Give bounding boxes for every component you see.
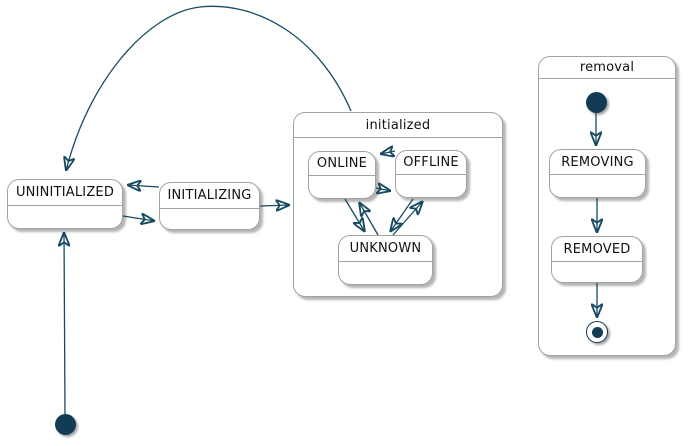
- state-removed-label: REMOVED: [552, 237, 642, 262]
- final-state-icon: [586, 321, 608, 343]
- state-online: ONLINE: [308, 151, 376, 199]
- state-offline: OFFLINE: [395, 150, 467, 198]
- state-uninitialized: UNINITIALIZED: [7, 179, 123, 229]
- composite-title-initialized: initialized: [294, 113, 502, 138]
- state-removing: REMOVING: [549, 149, 646, 198]
- transition-uninitialized-to-initializing: [122, 216, 155, 221]
- final-state-dot: [591, 326, 603, 338]
- state-online-label: ONLINE: [309, 152, 375, 176]
- state-unknown: UNKNOWN: [338, 235, 433, 285]
- initial-state-icon: [586, 92, 607, 113]
- initial-state-icon: [55, 414, 76, 435]
- composite-title-removal: removal: [539, 57, 675, 79]
- state-offline-label: OFFLINE: [396, 151, 466, 175]
- transition-initializing-to-initialized: [259, 205, 290, 206]
- composite-state-removal: removal: [538, 56, 676, 356]
- state-initializing-label: INITIALIZING: [160, 183, 259, 209]
- state-unknown-label: UNKNOWN: [339, 236, 432, 262]
- state-initializing: INITIALIZING: [159, 182, 260, 230]
- state-removed: REMOVED: [551, 236, 643, 283]
- state-uninitialized-label: UNINITIALIZED: [8, 180, 122, 206]
- state-removing-label: REMOVING: [550, 150, 645, 175]
- transition-start-to-uninitialized: [64, 232, 65, 415]
- transition-initializing-to-uninitialized: [127, 185, 160, 187]
